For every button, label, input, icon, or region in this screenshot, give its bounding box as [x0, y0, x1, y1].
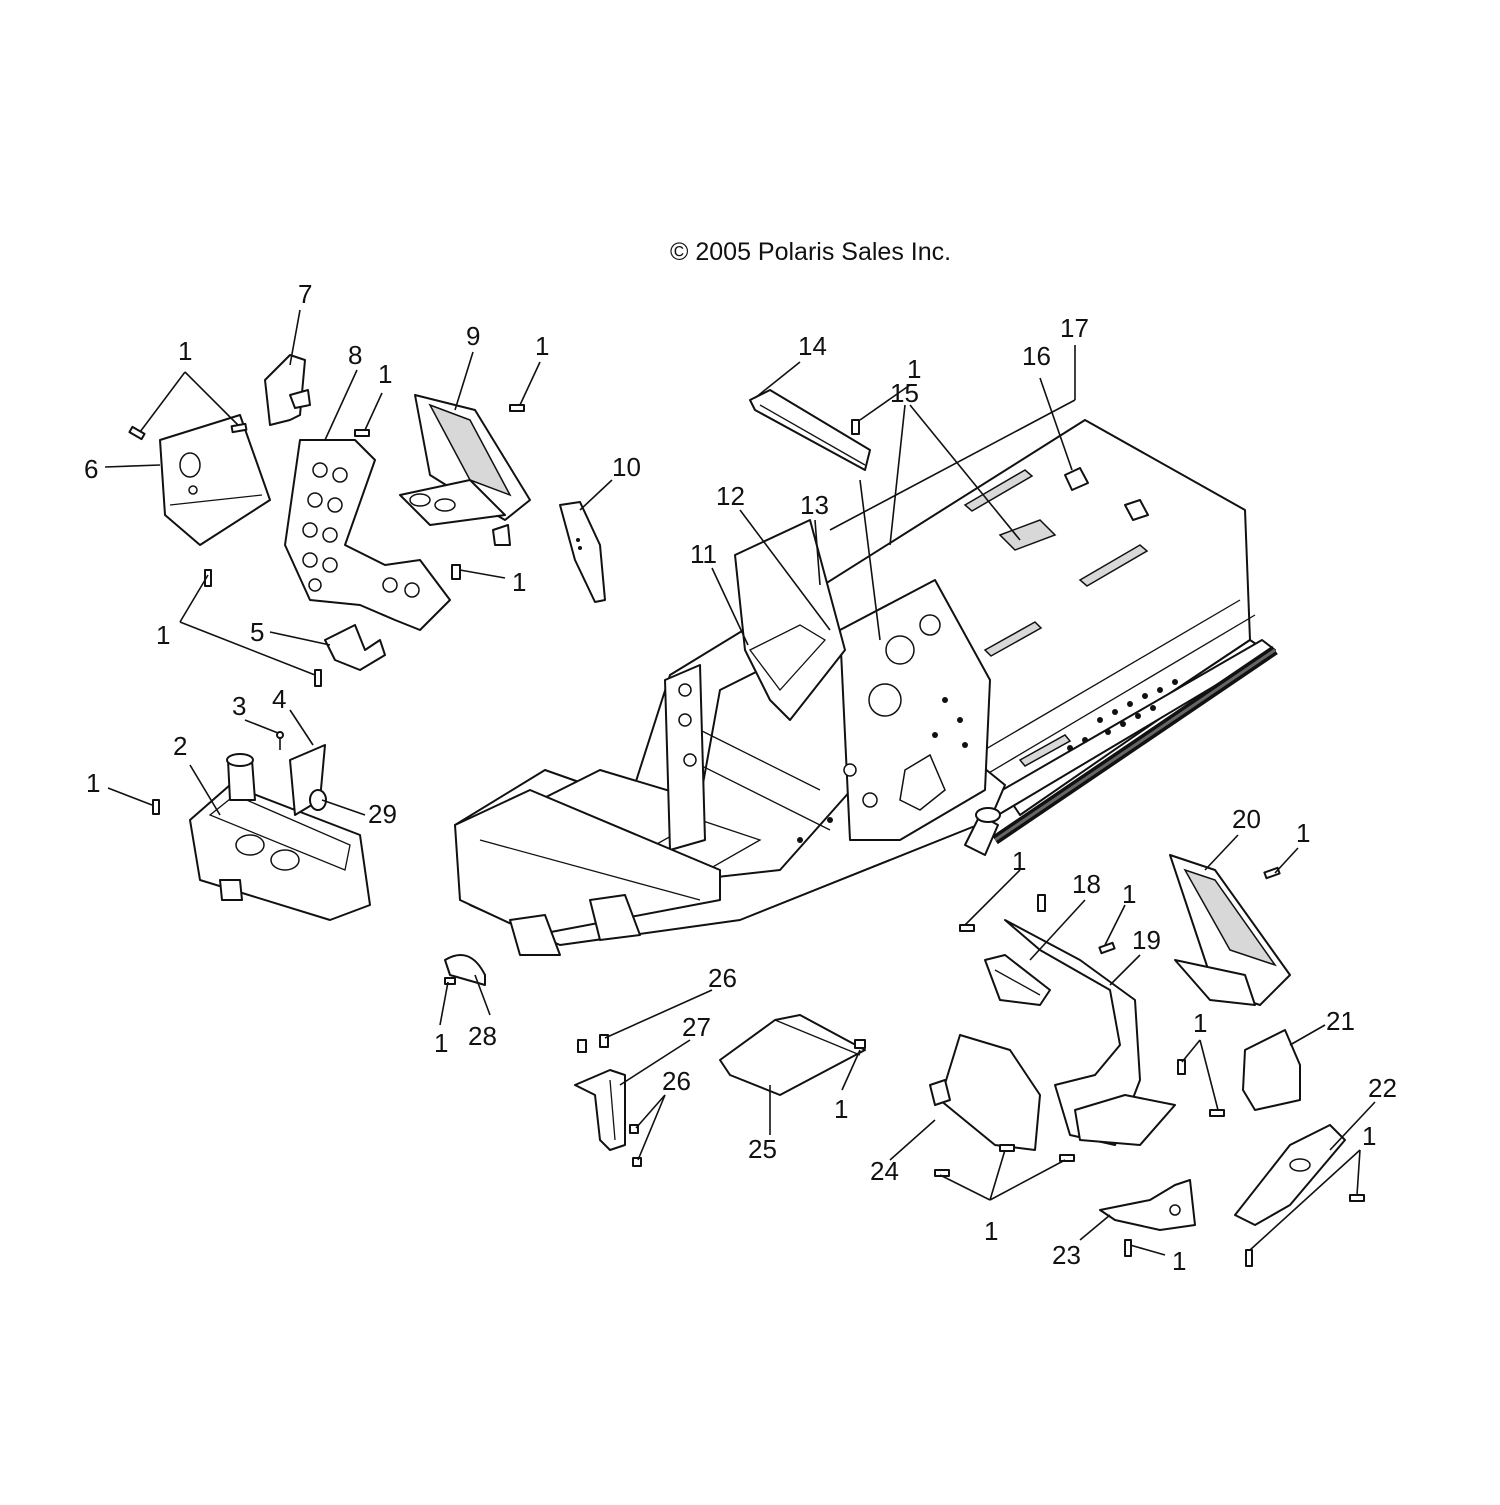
part-21-cover — [1242, 1029, 1301, 1111]
part-20-duct — [1169, 854, 1291, 1006]
part-23-bracket — [1099, 1179, 1196, 1231]
callout-1: 1 — [1012, 846, 1026, 876]
part-27-mount — [574, 1069, 626, 1151]
part-9-duct — [399, 394, 531, 546]
callout-18: 18 — [1072, 869, 1101, 899]
part-10-strip — [559, 501, 606, 603]
part-3-fastener — [276, 731, 284, 750]
chassis-tunnel — [454, 419, 1278, 956]
part-7-bracket — [264, 354, 311, 426]
callout-21: 21 — [1326, 1006, 1355, 1036]
part-8-plate — [284, 439, 451, 631]
callout-29: 29 — [368, 799, 397, 829]
callout-12: 12 — [716, 481, 745, 511]
callout-1: 1 — [1362, 1121, 1376, 1151]
callout-11: 11 — [690, 539, 717, 569]
callout-1: 1 — [156, 620, 170, 650]
callout-1: 1 — [984, 1216, 998, 1246]
leader-lines — [104, 309, 1376, 1256]
callout-27: 27 — [682, 1012, 711, 1042]
callout-10: 10 — [612, 452, 641, 482]
callout-20: 20 — [1232, 804, 1261, 834]
part-14-rail — [749, 389, 871, 471]
callout-26: 26 — [662, 1066, 691, 1096]
callout-25: 25 — [748, 1134, 777, 1164]
callout-1: 1 — [1122, 879, 1136, 909]
part-24-shield — [929, 1034, 1041, 1151]
part-16-plate — [1064, 467, 1089, 491]
fasteners — [128, 404, 1365, 1267]
part-2-housing — [189, 753, 371, 921]
part-25-plate — [719, 1014, 866, 1096]
callout-7: 7 — [298, 279, 312, 309]
part-28-pad — [444, 954, 486, 986]
callout-28: 28 — [468, 1021, 497, 1051]
callout-14: 14 — [798, 331, 827, 361]
callout-2: 2 — [173, 731, 187, 761]
callout-1: 1 — [434, 1028, 448, 1058]
callout-8: 8 — [348, 340, 362, 370]
callout-15: 15 — [890, 378, 919, 408]
callout-1: 1 — [834, 1094, 848, 1124]
part-18-block — [984, 954, 1051, 1006]
part-15-plate — [998, 499, 1149, 551]
part-5-clip — [324, 624, 386, 671]
callout-13: 13 — [800, 490, 829, 520]
part-19-panel — [1004, 919, 1176, 1146]
callout-1: 1 — [1296, 818, 1310, 848]
callout-24: 24 — [870, 1156, 899, 1186]
callout-1: 1 — [907, 354, 921, 384]
part-22-bracket — [1234, 1124, 1346, 1226]
callout-labels: 6 7 1 8 1 9 1 10 1 1 5 3 4 2 1 29 14 1 1… — [84, 279, 1397, 1276]
part-4-strap — [289, 744, 327, 816]
callout-1: 1 — [1193, 1008, 1207, 1038]
part-6-bracket — [159, 414, 271, 546]
callout-4: 4 — [272, 684, 286, 714]
callout-1: 1 — [1172, 1246, 1186, 1276]
callout-1: 1 — [535, 331, 549, 361]
callout-19: 19 — [1132, 925, 1161, 955]
callout-6: 6 — [84, 454, 98, 484]
callout-9: 9 — [466, 321, 480, 351]
callout-1: 1 — [378, 359, 392, 389]
callout-17: 17 — [1060, 313, 1089, 343]
callout-16: 16 — [1022, 341, 1051, 371]
callout-26: 26 — [708, 963, 737, 993]
callout-23: 23 — [1052, 1240, 1081, 1270]
callout-1: 1 — [86, 768, 100, 798]
callout-1: 1 — [178, 336, 192, 366]
callout-5: 5 — [250, 617, 264, 647]
callout-22: 22 — [1368, 1073, 1397, 1103]
callout-3: 3 — [232, 691, 246, 721]
copyright-notice: © 2005 Polaris Sales Inc. — [670, 238, 952, 266]
callout-1: 1 — [512, 567, 526, 597]
